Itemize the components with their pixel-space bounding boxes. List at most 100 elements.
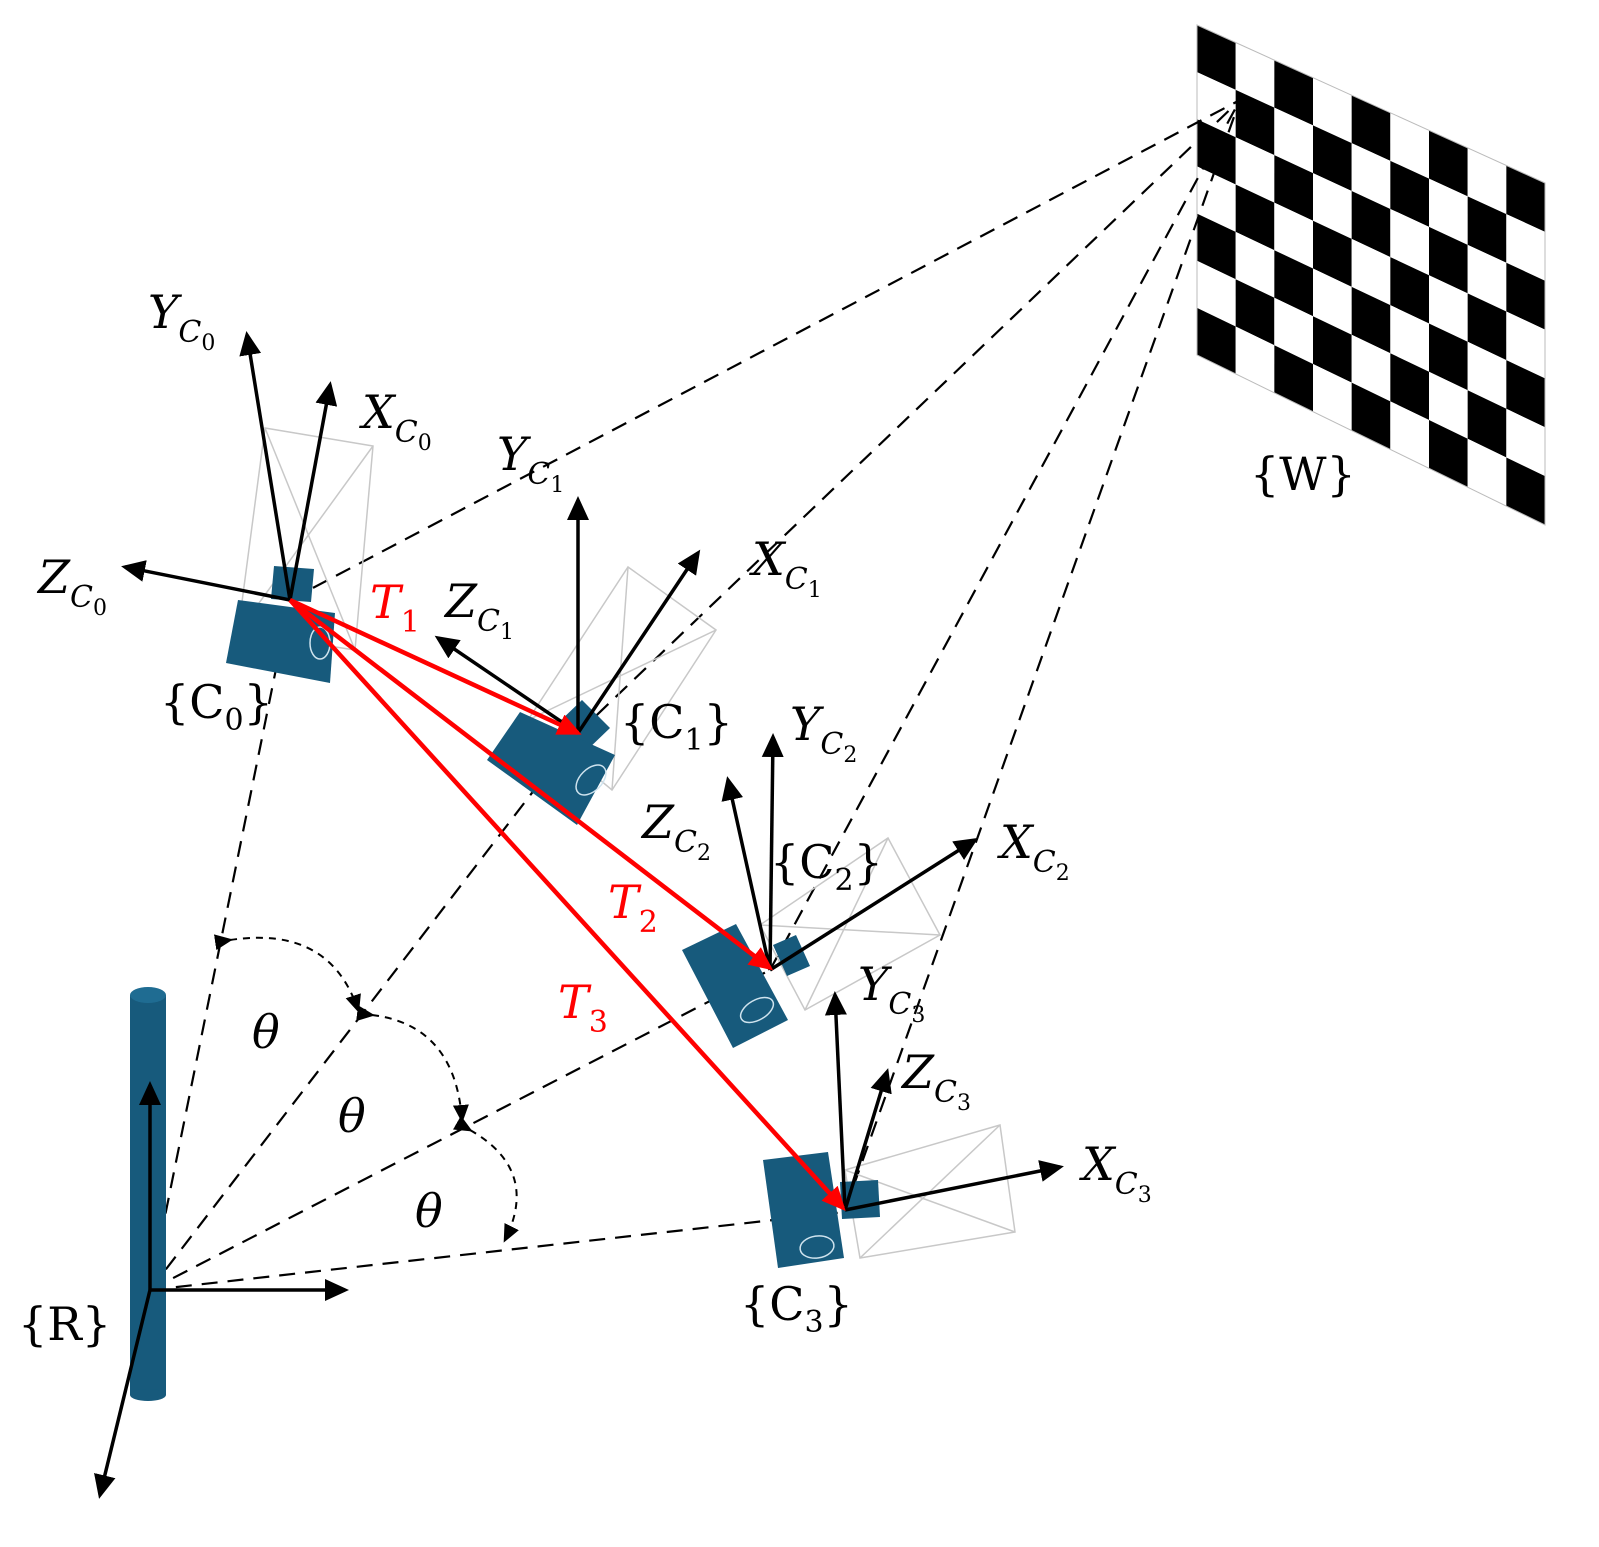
- transform-arrow-t3: [288, 598, 846, 1211]
- checker-cell: [1351, 334, 1391, 402]
- robot-pole: [130, 995, 166, 1395]
- checker-cell: [1506, 311, 1545, 379]
- projection-line-c1: [577, 99, 1241, 734]
- robot-base: [94, 987, 349, 1499]
- angle-label-1: θ: [252, 1005, 280, 1059]
- checker-cell: [1197, 25, 1236, 90]
- checker-cell: [1429, 178, 1468, 245]
- axis-x-c0-label: XC0: [359, 385, 432, 456]
- angle-arc-1: [213, 934, 361, 1013]
- checker-cell: [1197, 307, 1236, 374]
- checker-cell: [1235, 89, 1275, 156]
- camera-c1-lens: [575, 764, 607, 796]
- checker-cell: [1313, 125, 1352, 192]
- checkerboard-target: [1196, 24, 1546, 526]
- checker-cell: [1467, 438, 1507, 507]
- checker-cell: [1506, 360, 1545, 428]
- angle-arc-3: [453, 1115, 519, 1243]
- camera-c3: [763, 991, 1064, 1268]
- checker-cell: [1467, 196, 1507, 263]
- camera-c3-lens: [799, 1235, 835, 1259]
- transform-label-t2: T2: [608, 875, 658, 940]
- robot-pole-bottom: [130, 1389, 166, 1401]
- transform-label-t3: T3: [558, 975, 608, 1040]
- checker-cell: [1467, 147, 1507, 215]
- checker-cell: [1390, 208, 1429, 276]
- checker-cell: [1274, 155, 1313, 221]
- checkerboard-border: [1196, 24, 1546, 526]
- projection-line-c3: [843, 99, 1242, 1211]
- checker-cell: [1313, 363, 1352, 431]
- angle-arcs: [213, 934, 519, 1243]
- checker-cell: [1467, 293, 1507, 361]
- checker-cell: [1429, 226, 1468, 294]
- transform-label-t1: T1: [370, 575, 420, 640]
- checker-cell: [1506, 408, 1545, 477]
- checker-cell: [1313, 220, 1352, 287]
- camera-c1-body: [487, 712, 615, 825]
- checker-cell: [1313, 173, 1352, 239]
- checker-cell: [1274, 250, 1313, 317]
- checker-cell: [1235, 279, 1275, 346]
- checker-cell: [1467, 341, 1507, 409]
- transform-arrow-t2: [288, 598, 774, 971]
- checker-cell: [1235, 137, 1275, 203]
- checker-cell: [1390, 353, 1429, 421]
- checker-cell: [1429, 323, 1468, 391]
- checker-cell: [1467, 390, 1507, 458]
- checker-cell: [1197, 260, 1236, 327]
- angle-label-3: θ: [415, 1184, 443, 1238]
- axis-x-c0: [288, 381, 338, 601]
- checker-cell: [1197, 72, 1236, 138]
- camera-c2-body: [682, 924, 788, 1048]
- checker-cell: [1235, 231, 1275, 298]
- robot-ray-c2: [149, 969, 771, 1291]
- robot-ray-c3: [149, 1210, 846, 1292]
- checker-cell: [1390, 257, 1429, 324]
- projection-lines: [289, 99, 1242, 1211]
- axis-y-c3-label: YC3: [858, 957, 925, 1028]
- checker-cell: [1506, 165, 1545, 232]
- axis-y-c1-label: YC1: [497, 427, 564, 498]
- checker-cell: [1274, 297, 1313, 364]
- checker-cell: [1351, 286, 1391, 354]
- checker-cell: [1390, 305, 1429, 372]
- camera-c3-body: [763, 1152, 844, 1268]
- checker-cell: [1197, 166, 1236, 232]
- axis-x-c3: [844, 1160, 1064, 1212]
- checker-cell: [1467, 244, 1507, 312]
- robot-frame-label: {R}: [18, 1297, 111, 1351]
- camera-c0-label: {C0}: [160, 675, 273, 738]
- checker-cell: [1274, 345, 1313, 412]
- camera-c2-lens: [739, 996, 775, 1024]
- checker-cell: [1351, 238, 1391, 306]
- axis-x-c2: [769, 837, 979, 972]
- axis-x-c1: [576, 549, 701, 734]
- axis-z-c2: [721, 776, 772, 971]
- checker-cell: [1235, 326, 1275, 393]
- checker-cell: [1274, 202, 1313, 269]
- robot-axis-down: [94, 1289, 152, 1499]
- camera-c3-label: {C3}: [740, 1277, 853, 1340]
- checker-cell: [1390, 160, 1429, 227]
- checker-cell: [1506, 214, 1545, 281]
- angle-arc-2: [356, 1005, 469, 1123]
- checker-cell: [1390, 112, 1429, 179]
- axis-y-c0-label: YC0: [148, 285, 215, 356]
- axis-x-c3-label: XC3: [1079, 1137, 1152, 1208]
- robot-ray-c1: [149, 732, 579, 1291]
- camera-c1: [434, 496, 718, 825]
- checker-cell: [1274, 60, 1313, 126]
- projection-line-c2: [769, 99, 1241, 971]
- axis-z-c1-label: ZC1: [443, 574, 514, 645]
- axis-z-c0-label: ZC0: [36, 550, 107, 621]
- robot-pole-top: [130, 987, 166, 1003]
- camera-c2-label: {C2}: [770, 835, 883, 898]
- checker-cell: [1429, 420, 1468, 488]
- checker-cell: [1235, 184, 1275, 251]
- checker-cell: [1197, 119, 1236, 185]
- checker-cell: [1351, 143, 1391, 209]
- projection-line-c0: [289, 99, 1241, 601]
- checker-cell: [1506, 457, 1545, 525]
